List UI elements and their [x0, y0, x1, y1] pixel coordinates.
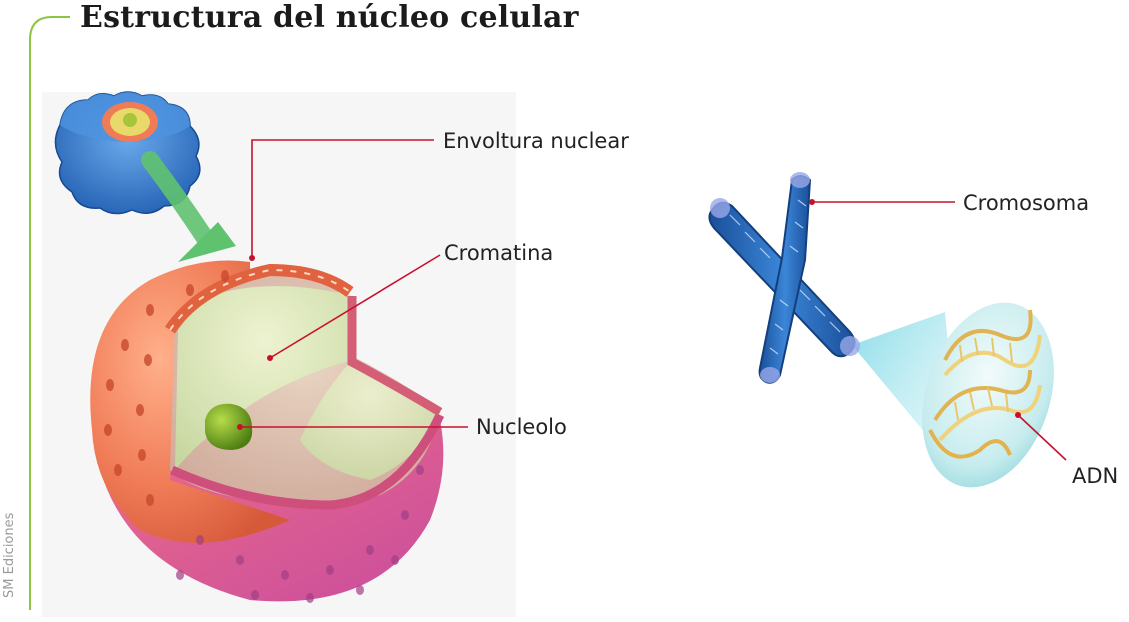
publisher-credit: SM Ediciones: [2, 513, 17, 598]
label-cromosoma: Cromosoma: [963, 193, 1089, 214]
page-title: Estructura del núcleo celular: [80, 0, 579, 35]
label-cromatina: Cromatina: [444, 243, 553, 264]
chromosome-icon: [709, 172, 860, 383]
label-envoltura-nuclear: Envoltura nuclear: [443, 131, 629, 152]
label-adn: ADN: [1072, 466, 1118, 487]
dna-icon: [900, 285, 1077, 504]
label-nucleolo: Nucleolo: [476, 417, 567, 438]
